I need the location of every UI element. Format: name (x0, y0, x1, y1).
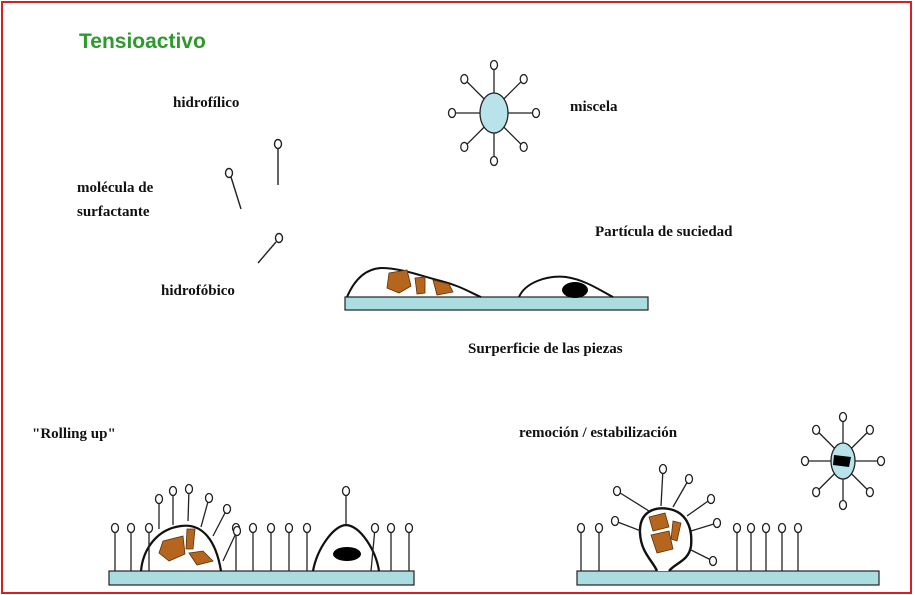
surfactant-molecule (503, 73, 528, 100)
page-title: Tensioactivo (79, 30, 206, 53)
surfactant-molecule (672, 473, 694, 508)
rolling-surfactants (110, 483, 414, 572)
dirt-particle (648, 512, 670, 532)
surfactant-molecule (855, 455, 886, 467)
dirt-particle (432, 279, 454, 296)
dirt-particle (185, 528, 196, 550)
surfactant-molecule (154, 493, 164, 529)
dirt-particle (188, 550, 214, 566)
dirt-particle-black (562, 282, 588, 298)
surfactant-molecule (594, 522, 604, 571)
label-hydrophilic: hidrofílico (173, 95, 240, 111)
surfactant-molecule (612, 485, 650, 512)
surfactant-molecule (370, 522, 380, 572)
dirt-particle (414, 276, 426, 295)
surfactant-molecule (212, 503, 232, 537)
surfactant-molecule (341, 485, 351, 525)
surfactant-molecule (793, 522, 803, 571)
surfactant-molecule (811, 424, 835, 449)
surfactant-molecule (200, 492, 214, 528)
surface-bar-removal (576, 570, 880, 586)
surfactant-molecule (688, 548, 718, 567)
micelle-with-dirt (800, 411, 886, 511)
label-hydrophobic: hidrofóbico (161, 283, 235, 299)
dirt-particle (386, 269, 412, 294)
rolling-up-scene (108, 483, 415, 586)
surfactant-molecule (489, 59, 499, 93)
oil-film-right (518, 275, 614, 298)
surfactant-molecule (851, 424, 875, 449)
surfactant-molecule (658, 463, 668, 507)
surfactant-molecule (746, 522, 756, 571)
surface-bar-top (344, 296, 649, 311)
dirt-particle-black (333, 547, 361, 561)
label-micelle: miscela (570, 99, 618, 115)
surfactant-molecule (447, 107, 480, 119)
surfactant-molecule-1 (224, 167, 242, 210)
dirt-particle-black (833, 455, 851, 467)
surfactant-molecule-2 (273, 138, 283, 185)
surfactant-molecule (110, 522, 120, 571)
surfactant-molecule (489, 133, 499, 167)
surfactant-molecule (610, 515, 642, 532)
surfactant-molecule (126, 522, 136, 571)
surfactant-molecule (576, 522, 586, 571)
dirt-particle (650, 530, 674, 554)
label-dirt-particle: Partícula de suciedad (595, 224, 733, 240)
label-molecule-line1: molécula de (77, 180, 154, 196)
oil-drop-right (311, 523, 381, 572)
surfactant-molecule (761, 522, 771, 571)
surfactant-molecule (800, 455, 831, 467)
surfactant-molecule (168, 485, 178, 525)
surfactant-molecule (144, 522, 154, 571)
surfactant-molecule (838, 411, 848, 443)
surfactant-molecule (266, 522, 276, 571)
surfactant-molecule (777, 522, 787, 571)
removal-scene (576, 411, 886, 586)
label-removal: remoción / estabilización (519, 425, 678, 441)
dirt-surface-top (344, 266, 649, 311)
surface-bar-rolling (108, 570, 415, 586)
surfactant-molecule (838, 479, 848, 511)
dirt-particle (670, 520, 682, 542)
surfactant-molecule (508, 107, 541, 119)
surfactant-molecule (248, 522, 258, 571)
surfactant-molecule (460, 126, 485, 153)
surfactant-molecule (690, 517, 722, 532)
surfactant-molecule (811, 473, 835, 498)
surfactant-molecule (284, 522, 294, 571)
surfactant-molecule (460, 73, 485, 100)
micelle-top (447, 59, 541, 167)
label-surface: Surperficie de las piezas (468, 341, 623, 357)
surfactant-molecule (222, 525, 242, 562)
surfactant-molecule (686, 493, 716, 517)
oil-film-left (346, 266, 482, 298)
surfactant-molecule-3 (257, 232, 284, 264)
dirt-particle (158, 535, 186, 562)
label-rolling-up: "Rolling up" (32, 426, 116, 442)
oil-drop-left (139, 524, 223, 572)
surfactant-molecule (184, 483, 194, 522)
micelle-core (479, 92, 509, 134)
removal-surfactants (576, 463, 803, 571)
surfactant-molecule (851, 473, 875, 498)
surfactant-molecule (386, 522, 396, 571)
surfactant-molecule (302, 522, 312, 571)
label-molecule-line2: surfactante (77, 204, 150, 220)
surfactant-molecule (732, 522, 742, 571)
surfactant-molecule (404, 522, 414, 571)
surfactant-molecule (503, 126, 528, 153)
